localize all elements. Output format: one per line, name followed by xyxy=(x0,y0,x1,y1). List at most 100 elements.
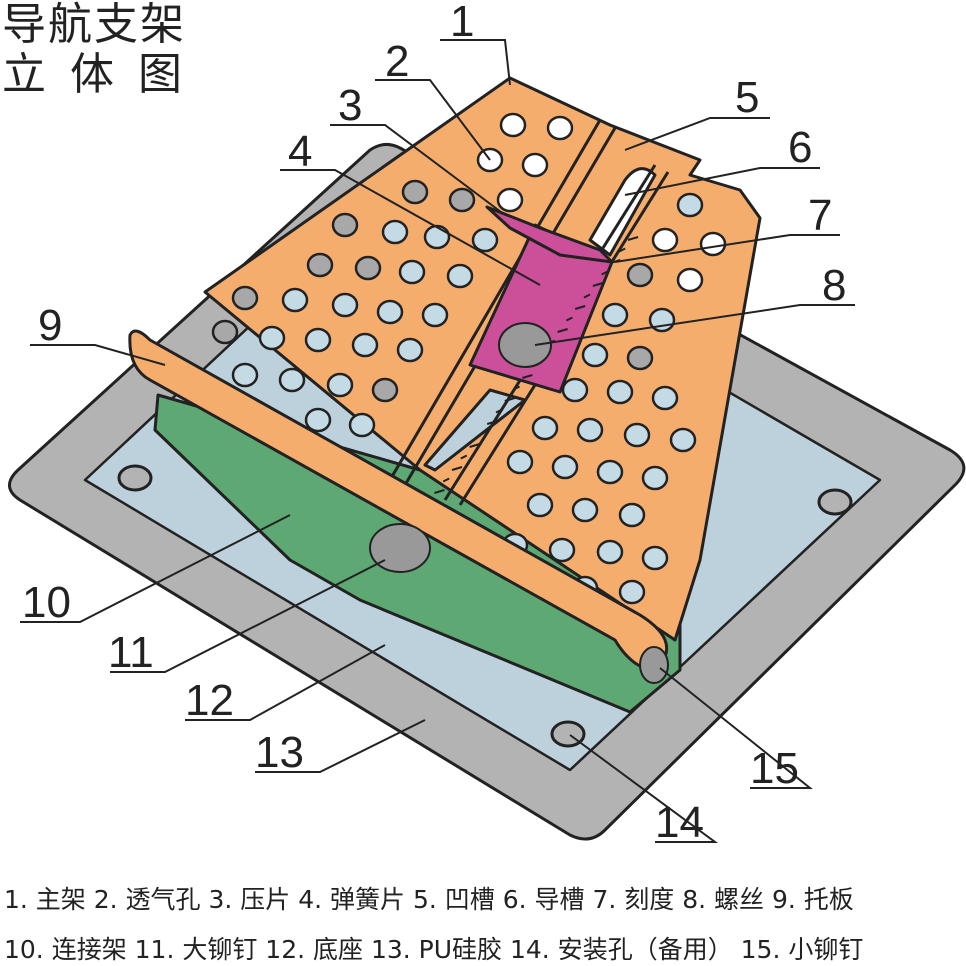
vent-hole xyxy=(641,545,669,571)
vent-hole xyxy=(596,539,624,565)
vent-hole xyxy=(596,459,624,485)
callout-1: 1 xyxy=(450,0,474,46)
vent-hole xyxy=(351,332,379,358)
vent-hole xyxy=(381,219,409,245)
vent-hole xyxy=(581,342,609,368)
scale-tick xyxy=(477,431,485,437)
vent-hole xyxy=(601,302,629,328)
scale-tick xyxy=(504,397,516,402)
scale-tick xyxy=(618,247,626,253)
legend-line-2: 10. 连接架 11. 大铆钉 12. 底座 13. PU硅胶 14. 安装孔（… xyxy=(4,935,864,964)
vent-hole xyxy=(496,187,524,213)
vent-hole xyxy=(548,537,576,563)
leader-lines xyxy=(20,39,855,843)
small-rivet xyxy=(639,646,669,684)
vent-hole xyxy=(331,212,359,238)
vent-hole xyxy=(531,415,559,441)
vent-hole xyxy=(676,192,704,218)
callout-13: 13 xyxy=(255,728,304,777)
vent-hole xyxy=(396,337,424,363)
title-line-2: 立体图 xyxy=(2,49,206,100)
vent-hole xyxy=(281,287,309,313)
vent-hole xyxy=(676,267,704,293)
vent-hole xyxy=(521,152,549,178)
scale-tick xyxy=(442,477,450,483)
vent-hole xyxy=(606,379,634,405)
scale-tick xyxy=(583,293,591,299)
vent-hole xyxy=(421,302,449,328)
scale-tick xyxy=(557,328,568,333)
vent-holes xyxy=(211,112,727,635)
vent-hole xyxy=(331,292,359,318)
vent-hole xyxy=(546,115,574,141)
vent-hole xyxy=(371,377,399,403)
vent-hole xyxy=(401,179,429,205)
mounting-hole xyxy=(117,464,153,492)
vent-hole xyxy=(626,345,654,371)
callout-8: 8 xyxy=(822,261,846,310)
callout-2: 2 xyxy=(385,37,409,86)
scale-tick xyxy=(495,408,503,414)
vent-hole xyxy=(651,385,679,411)
vent-hole xyxy=(561,377,589,403)
scale-tick xyxy=(451,466,463,471)
callout-12: 12 xyxy=(185,676,234,725)
vent-hole xyxy=(446,263,474,289)
scale-tick xyxy=(460,454,468,460)
vent-hole xyxy=(258,325,286,351)
vent-hole xyxy=(669,427,697,453)
callout-3: 3 xyxy=(338,81,362,130)
vent-hole xyxy=(231,285,259,311)
callout-10: 10 xyxy=(22,578,71,627)
vent-hole xyxy=(506,449,534,475)
callout-6: 6 xyxy=(788,123,812,172)
scale-tick xyxy=(592,282,604,287)
vent-hole xyxy=(471,227,499,253)
callout-7: 7 xyxy=(808,191,832,240)
vent-hole xyxy=(398,259,426,285)
vent-hole xyxy=(354,255,382,281)
vent-hole xyxy=(626,262,654,288)
scale-tick xyxy=(627,236,639,241)
scale-tick xyxy=(565,316,573,322)
vent-hole xyxy=(348,412,376,438)
vent-hole xyxy=(551,454,579,480)
scale-tick xyxy=(601,270,609,276)
diagram-title: 导航支架 立体图 xyxy=(2,0,206,100)
callout-9: 9 xyxy=(38,301,62,350)
callout-labels: 1 2 3 4 5 6 7 8 9 10 11 12 13 14 15 xyxy=(22,0,846,847)
legend-line-1: 1. 主架 2. 透气孔 3. 压片 4. 弹簧片 5. 凹槽 6. 导槽 7.… xyxy=(4,885,854,914)
vent-hole xyxy=(326,372,354,398)
callout-4: 4 xyxy=(288,127,312,176)
vent-hole xyxy=(304,327,332,353)
callout-11: 11 xyxy=(108,628,154,677)
vent-hole xyxy=(618,579,646,605)
scale-tick xyxy=(574,305,586,310)
scale-tick xyxy=(522,374,533,379)
vent-hole xyxy=(304,407,332,433)
scale-tick xyxy=(469,443,480,448)
vent-hole xyxy=(571,497,599,523)
title-line-1: 导航支架 xyxy=(2,0,186,50)
screw xyxy=(498,322,552,368)
vent-hole xyxy=(376,299,404,325)
vent-hole xyxy=(423,224,451,250)
callout-15: 15 xyxy=(750,744,799,793)
vent-hole xyxy=(699,231,727,257)
vent-hole xyxy=(306,252,334,278)
scale-tick xyxy=(434,489,445,494)
vent-hole xyxy=(448,187,476,213)
vent-hole xyxy=(526,492,554,518)
vent-hole xyxy=(651,227,679,253)
vent-hole xyxy=(641,465,669,491)
scale-tick xyxy=(486,420,498,425)
vent-hole xyxy=(278,367,306,393)
callout-14: 14 xyxy=(655,798,704,847)
vent-hole xyxy=(623,422,651,448)
large-rivet xyxy=(369,523,431,573)
vent-hole xyxy=(499,112,527,138)
callout-5: 5 xyxy=(735,73,759,122)
mounting-hole xyxy=(817,488,853,516)
scale-tick xyxy=(513,385,521,391)
